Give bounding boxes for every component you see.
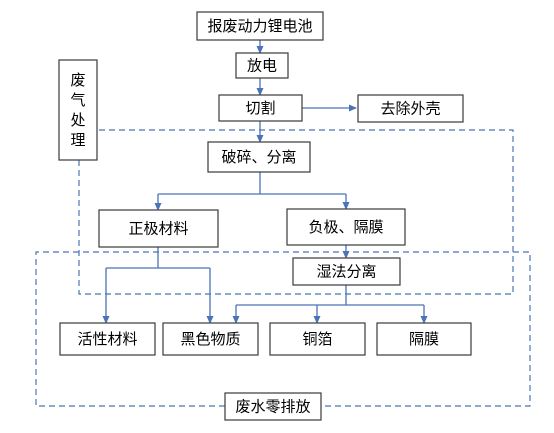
node-anode-label: 负极、隔膜 [308,218,383,236]
node-black-mass-label: 黑色物质 [180,330,240,348]
node-remove-shell-label: 去除外壳 [380,100,440,118]
node-active-material: 活性材料 [59,322,156,356]
node-membrane: 隔膜 [376,322,472,356]
gas-char-1: 废 [70,71,85,89]
gas-char-3: 处 [70,111,85,129]
node-wastewater: 废水零排放 [224,392,322,421]
node-battery: 报废动力锂电池 [196,11,324,41]
node-membrane-label: 隔膜 [409,330,439,348]
node-cut: 切割 [218,94,303,122]
gas-treatment-boundary [78,129,514,295]
gas-char-4: 理 [70,131,85,149]
gas-char-2: 气 [70,91,85,109]
node-active-material-label: 活性材料 [77,330,137,348]
wastewater-zero-discharge-boundary [35,251,531,407]
node-black-mass: 黑色物质 [162,322,259,356]
node-copper-foil-label: 铜箔 [302,330,332,348]
flow-connectors [102,40,428,324]
node-wet-separation: 湿法分离 [292,257,401,286]
node-cut-label: 切割 [245,99,275,117]
node-crush-label: 破碎、分离 [221,148,296,166]
node-crush: 破碎、分离 [207,141,311,173]
node-wet-separation-label: 湿法分离 [316,263,376,281]
node-cathode-label: 正极材料 [128,220,188,238]
node-anode: 负极、隔膜 [286,208,406,246]
node-battery-label: 报废动力锂电池 [207,17,312,35]
edge-cathode-products [106,247,210,269]
node-remove-shell: 去除外壳 [357,94,464,123]
node-copper-foil: 铜箔 [269,322,366,356]
node-discharge-label: 放电 [247,57,277,75]
node-wastewater-label: 废水零排放 [235,398,310,416]
node-discharge: 放电 [235,52,289,79]
node-gas-treatment: 废 气 处 理 [58,59,98,161]
node-cathode: 正极材料 [98,209,219,248]
